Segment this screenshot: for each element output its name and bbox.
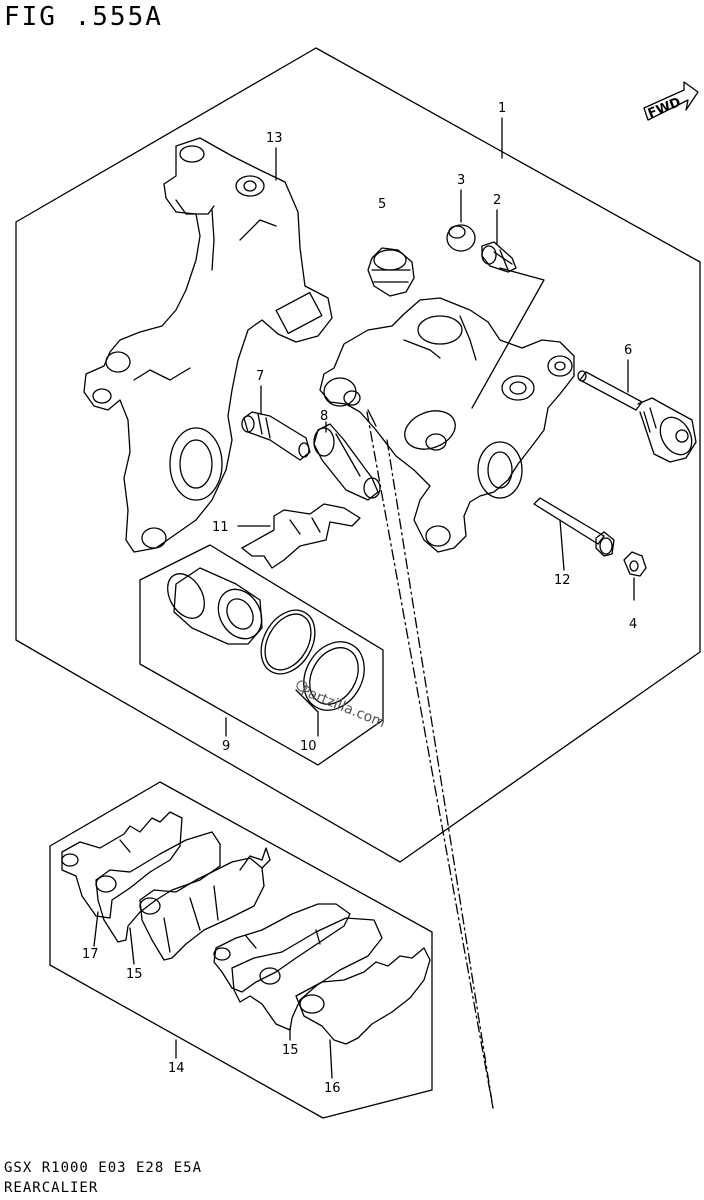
callout-part-17[interactable]: 17 [82,947,99,962]
watermark-text: Partzilla.com [299,683,388,731]
caliper-bracket-drawing [83,137,333,553]
bleeder-cap-drawing [446,224,476,252]
projection-line-right [386,439,494,1109]
bleeder-valve-drawing [481,241,517,273]
pad-shim-outer-drawing [61,811,183,919]
brake-pad-left-friction-drawing [139,857,265,961]
piston-box-outline [139,544,384,766]
callout-part-13[interactable]: 13 [266,131,283,146]
callout-part-4[interactable]: 4 [629,617,637,632]
callout-part-15-right[interactable]: 15 [282,1043,299,1058]
slide-pin-thin-drawing [533,497,605,545]
bolt-drawing [243,411,311,461]
callout-part-14[interactable]: 14 [168,1061,185,1076]
assembly-box-outline [15,47,701,863]
callout-part-10[interactable]: 10 [300,739,317,754]
callout-part-5[interactable]: 5 [378,197,386,212]
figure-name: REARCALIER [4,1180,99,1196]
brake-pad-left-backing-drawing [95,831,221,943]
callout-part-3[interactable]: 3 [457,173,465,188]
nut-drawing [623,551,647,577]
figure-title: FIG .555A [4,2,163,32]
callout-part-1[interactable]: 1 [498,101,506,116]
fwd-arrow-shape [643,81,699,121]
callout-part-8[interactable]: 8 [320,409,328,424]
callout-part-12[interactable]: 12 [554,573,571,588]
brake-pad-right-friction-drawing [213,903,351,993]
piston-seal-drawing [260,609,316,675]
callout-part-7[interactable]: 7 [256,369,264,384]
callout-part-11[interactable]: 11 [212,520,229,535]
callout-part-9[interactable]: 9 [222,739,230,754]
callout-part-2[interactable]: 2 [493,193,501,208]
piston-drawing [173,567,263,645]
slide-pin-long-drawing [579,371,643,411]
pad-shim-inner-drawing [295,947,431,1045]
projection-line-left [366,411,494,1109]
slide-pin-short-drawing [313,423,379,501]
pad-spring-drawing [241,503,361,569]
slide-boot-drawing [367,247,415,297]
callout-part-16[interactable]: 16 [324,1081,341,1096]
callout-part-6[interactable]: 6 [624,343,632,358]
pad-set-box-outline [49,781,433,1119]
caliper-body-drawing [319,297,575,553]
dust-seal-drawing [303,641,365,711]
figure-code: GSX R1000 E03 E28 E5A [4,1160,203,1176]
callout-part-15-left[interactable]: 15 [126,967,143,982]
